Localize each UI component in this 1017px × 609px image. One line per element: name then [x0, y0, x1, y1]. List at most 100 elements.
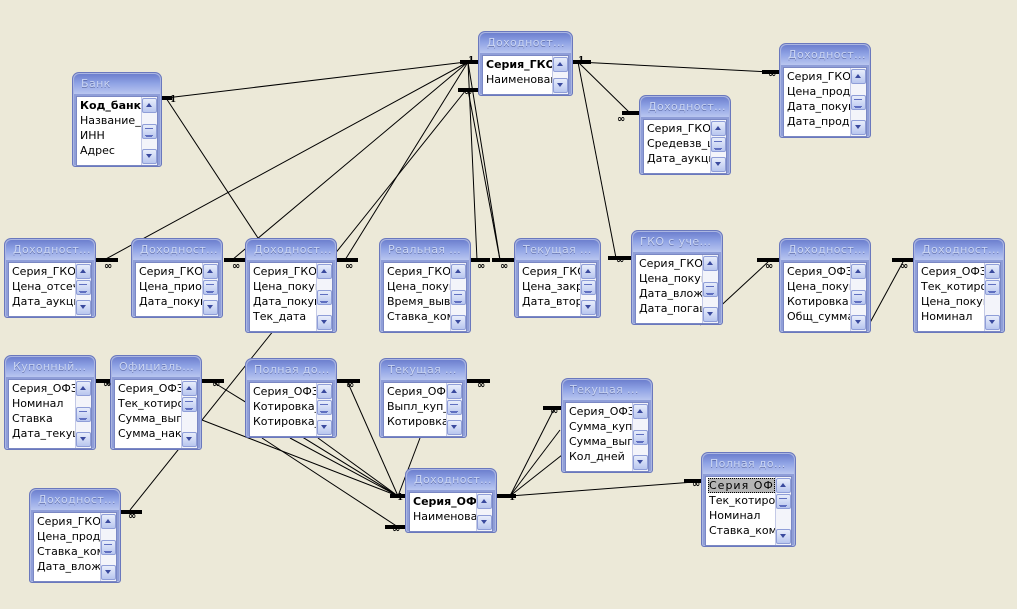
scroll-up-icon[interactable] [447, 384, 462, 399]
table-title[interactable]: ГКО с уче... [633, 232, 721, 252]
table-title[interactable]: Доходност... [407, 470, 495, 490]
field-row[interactable]: Серия ОФЗ [708, 478, 775, 493]
relationship-line[interactable] [577, 61, 631, 114]
table-title[interactable]: Доходност... [781, 45, 869, 65]
table-title[interactable]: Доходност... [6, 240, 94, 260]
scrollbar-thumb[interactable] [703, 281, 718, 297]
relationship-line[interactable] [509, 429, 561, 497]
field-row[interactable]: Тек_котиров [921, 280, 984, 293]
table-title[interactable]: Доходност... [480, 33, 571, 53]
field-row[interactable]: Серия_ОФЗ [921, 265, 984, 278]
scrollbar-thumb[interactable] [317, 289, 332, 305]
relationship-line[interactable] [317, 437, 399, 497]
scrollbar-thumb[interactable] [101, 539, 116, 555]
table-title[interactable]: Банк [74, 74, 160, 94]
table-tekushchaya-ofz-1[interactable]: Текущая ...Серия_ОФЗВыпл_куп_доКотировка [379, 358, 467, 438]
field-list-scrollbar[interactable] [75, 380, 91, 448]
scroll-down-icon[interactable] [203, 300, 218, 315]
table-tekushchaya-ofz-2[interactable]: Текущая ...Серия_ОФЗСумма_куп_дСумма_вып… [561, 378, 653, 473]
field-list-scrollbar[interactable] [552, 56, 568, 94]
table-dohod-aukcion[interactable]: Доходност...Серия_ГКОСредевзв_цеДата_аук… [639, 95, 731, 175]
scroll-up-icon[interactable] [451, 264, 466, 279]
field-list-scrollbar[interactable] [446, 383, 462, 436]
scroll-down-icon[interactable] [451, 315, 466, 330]
scroll-down-icon[interactable] [581, 300, 596, 315]
scrollbar-thumb[interactable] [76, 280, 91, 295]
field-row[interactable]: Котировка_п [253, 415, 316, 428]
field-row[interactable]: Дата_погаше [639, 302, 702, 315]
scroll-down-icon[interactable] [553, 78, 568, 93]
scroll-up-icon[interactable] [633, 404, 648, 419]
scroll-up-icon[interactable] [703, 256, 718, 271]
field-list-scrollbar[interactable] [775, 477, 791, 545]
scroll-down-icon[interactable] [317, 315, 332, 330]
table-field-list[interactable]: Серия_ГКОЦена_продажДата_покупкДата_прод… [783, 67, 867, 137]
field-row[interactable]: Сумма_куп_д [569, 420, 632, 433]
relationship-line[interactable] [577, 61, 771, 73]
field-row[interactable]: Серия_ОФЗ [253, 385, 316, 398]
table-title[interactable]: Текущая ... [516, 240, 599, 260]
field-list-scrollbar[interactable] [702, 255, 718, 323]
field-row[interactable]: Цена_покупк [387, 280, 450, 293]
scroll-down-icon[interactable] [447, 420, 462, 435]
field-row[interactable]: Серия_ГКО [486, 58, 552, 71]
scrollbar-thumb[interactable] [633, 429, 648, 445]
field-list-scrollbar[interactable] [710, 120, 726, 173]
field-row[interactable]: Номинал [12, 397, 64, 410]
table-field-list[interactable]: Серия_ГКО Цена_закрытДата_втор_т [518, 262, 597, 317]
field-row[interactable]: Время_вывод [387, 295, 450, 308]
field-row[interactable]: Ставка_коми [37, 545, 100, 558]
table-field-list[interactable]: Серия_ГКОЦена_покупкВремя_выводСтавка_ко… [383, 262, 467, 332]
relationship-line[interactable] [165, 61, 467, 99]
field-list-scrollbar[interactable] [141, 97, 157, 165]
field-row[interactable]: Серия_ГКО [387, 265, 450, 278]
field-row[interactable]: Цена_продаж [37, 530, 100, 543]
scrollbar-thumb[interactable] [203, 280, 218, 295]
field-list-scrollbar[interactable] [984, 263, 1000, 331]
field-row[interactable]: Цена_закрыт [522, 280, 580, 293]
field-row[interactable]: Котировка [787, 295, 849, 308]
scrollbar-thumb[interactable] [182, 397, 197, 412]
table-dohod-gko-main[interactable]: Доходност...Серия_ГКОНаименовани [478, 31, 573, 96]
scroll-up-icon[interactable] [182, 381, 197, 396]
scroll-up-icon[interactable] [851, 264, 866, 279]
field-row[interactable]: Тек_котиров [709, 494, 775, 507]
field-row[interactable]: Средевзв_це [647, 137, 710, 150]
field-row[interactable]: Кол_дней [569, 450, 625, 463]
scrollbar-thumb[interactable] [317, 400, 332, 415]
table-dohod-prodazha[interactable]: Доходност...Серия_ГКОЦена_продажДата_пок… [779, 43, 871, 138]
table-field-list[interactable]: Серия_ГКОЦена_продажСтавка_комиДата_влож… [33, 512, 117, 582]
scroll-up-icon[interactable] [76, 381, 91, 396]
field-row[interactable]: Серия_ОФЗ [387, 385, 446, 398]
table-polnaya-dohod-1[interactable]: Полная до...Серия_ОФЗКотировка_сКотировк… [245, 358, 337, 438]
relationship-line[interactable] [509, 481, 695, 497]
scroll-down-icon[interactable] [851, 120, 866, 135]
field-row[interactable]: Серия_ОФЗ [787, 265, 850, 278]
field-row[interactable]: Название_ба [80, 114, 141, 127]
field-row[interactable]: Цена_приобр [139, 280, 202, 293]
field-row[interactable]: Дата_покупк [139, 295, 202, 308]
field-list-scrollbar[interactable] [850, 263, 866, 331]
scroll-down-icon[interactable] [633, 455, 648, 470]
scrollbar-thumb[interactable] [451, 289, 466, 305]
table-field-list[interactable]: Код_банкаНазвание_баИННАдрес [76, 96, 158, 166]
scroll-down-icon[interactable] [703, 307, 718, 322]
table-title[interactable]: Доходност... [247, 240, 335, 260]
field-list-scrollbar[interactable] [75, 263, 91, 316]
field-row[interactable]: Дата_вложен [37, 560, 100, 573]
table-title[interactable]: Текущая ... [563, 380, 651, 400]
relationship-line[interactable] [289, 437, 399, 497]
relationship-line[interactable] [344, 61, 469, 261]
field-list-scrollbar[interactable] [632, 403, 648, 471]
scroll-up-icon[interactable] [76, 264, 91, 279]
field-row[interactable]: Дата_втор_т [522, 295, 580, 308]
scroll-down-icon[interactable] [711, 157, 726, 172]
scroll-down-icon[interactable] [182, 432, 197, 447]
field-row[interactable]: Серия_ГКО [522, 265, 580, 278]
field-list-scrollbar[interactable] [181, 380, 197, 448]
